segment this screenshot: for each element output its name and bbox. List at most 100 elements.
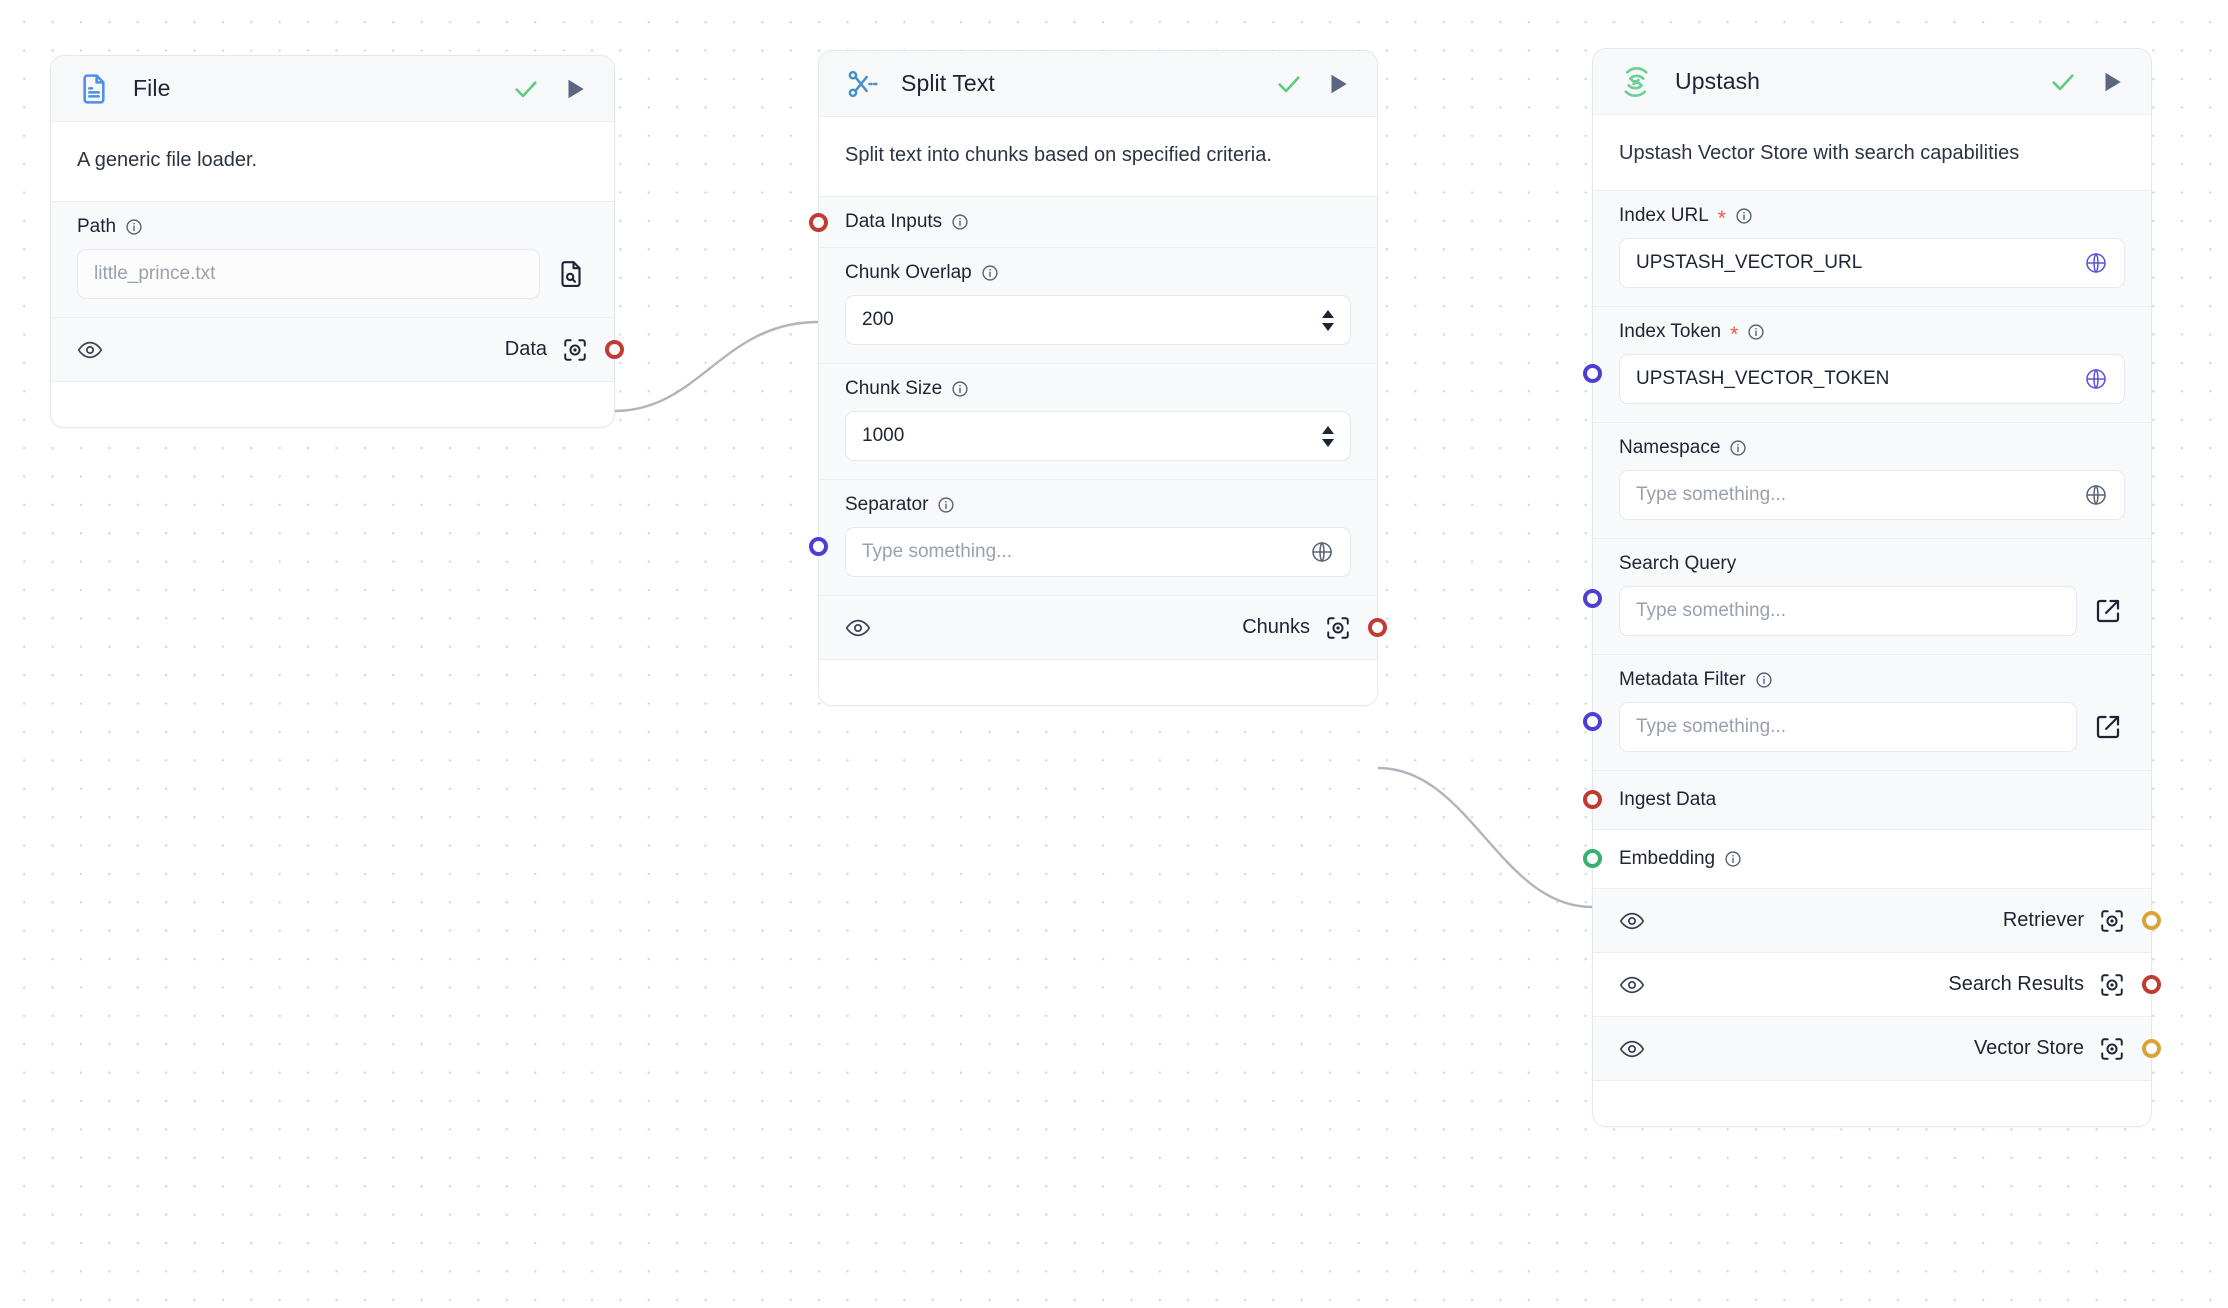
field-namespace-label: Namespace xyxy=(1619,437,2125,459)
output-retriever-label: Retriever xyxy=(2002,909,2084,931)
info-icon[interactable] xyxy=(1755,671,1773,689)
input-ingest-data[interactable]: Ingest Data xyxy=(1583,770,2151,829)
node-split-text[interactable]: Split Text Split text into chunks based … xyxy=(809,50,1387,706)
input-data-inputs-label: Data Inputs xyxy=(845,211,1351,233)
chunk-size-input[interactable]: 1000 xyxy=(845,411,1351,461)
node-split-text-footer xyxy=(819,659,1377,705)
output-chunks[interactable]: Chunks xyxy=(819,595,1387,659)
input-port-ingest-data[interactable] xyxy=(1583,790,1602,809)
eye-icon[interactable] xyxy=(1619,908,1645,934)
input-port-separator[interactable] xyxy=(809,537,828,556)
field-path-label: Path xyxy=(77,216,588,238)
field-index-token: Index Token * UPSTASH_VECTOR_TOKEN xyxy=(1583,306,2151,422)
namespace-input[interactable]: Type something... xyxy=(1619,470,2125,520)
node-upstash-title: Upstash xyxy=(1675,68,1761,94)
edge-file-data-to-split-data-inputs xyxy=(613,320,819,413)
field-namespace: Namespace Type something... xyxy=(1593,422,2151,538)
scan-icon[interactable] xyxy=(2099,972,2125,998)
play-icon[interactable] xyxy=(562,76,588,102)
node-upstash-description: Upstash Vector Store with search capabil… xyxy=(1593,115,2151,190)
eye-icon[interactable] xyxy=(1619,1036,1645,1062)
output-port-chunks[interactable] xyxy=(1368,618,1387,637)
field-index-url: Index URL * UPSTASH_VECTOR_URL xyxy=(1593,190,2151,306)
info-icon[interactable] xyxy=(1747,323,1765,341)
chunk-overlap-stepper[interactable] xyxy=(1322,309,1334,331)
output-vector-store[interactable]: Vector Store xyxy=(1593,1016,2161,1080)
scissors-icon xyxy=(845,67,879,101)
namespace-placeholder: Type something... xyxy=(1636,484,1786,505)
input-port-search-query[interactable] xyxy=(1583,589,1602,608)
index-token-value: UPSTASH_VECTOR_TOKEN xyxy=(1636,368,1890,389)
field-metadata-filter: Metadata Filter Type something... xyxy=(1583,654,2151,770)
input-port-data-inputs[interactable] xyxy=(809,213,828,232)
info-icon[interactable] xyxy=(951,213,969,231)
globe-icon[interactable] xyxy=(1300,540,1334,564)
node-file-footer xyxy=(51,381,614,427)
info-icon[interactable] xyxy=(1729,439,1747,457)
search-query-input[interactable]: Type something... xyxy=(1619,586,2077,636)
output-search-results-label: Search Results xyxy=(1948,973,2084,995)
separator-input[interactable]: Type something... xyxy=(845,527,1351,577)
output-port-retriever[interactable] xyxy=(2142,911,2161,930)
chunk-size-stepper[interactable] xyxy=(1322,425,1334,447)
separator-placeholder: Type something... xyxy=(862,541,1012,562)
eye-icon[interactable] xyxy=(77,337,103,363)
required-asterisk: * xyxy=(1730,322,1739,346)
index-url-input[interactable]: UPSTASH_VECTOR_URL xyxy=(1619,238,2125,288)
chunk-size-value: 1000 xyxy=(862,425,905,446)
globe-icon[interactable] xyxy=(2074,367,2108,391)
node-file-description: A generic file loader. xyxy=(51,122,614,201)
input-port-metadata-filter[interactable] xyxy=(1583,712,1602,731)
file-document-icon xyxy=(77,72,111,106)
globe-icon[interactable] xyxy=(2074,251,2108,275)
output-data[interactable]: Data xyxy=(51,317,624,381)
node-upstash[interactable]: Upstash Upstash Vector Store with search… xyxy=(1583,48,2161,1127)
chunk-overlap-input[interactable]: 200 xyxy=(845,295,1351,345)
node-file[interactable]: File A generic file loader. Path xyxy=(50,55,624,428)
input-data-inputs[interactable]: Data Inputs xyxy=(809,196,1377,247)
eye-icon[interactable] xyxy=(1619,972,1645,998)
field-metadata-filter-label: Metadata Filter xyxy=(1619,669,2125,691)
input-port-index-token[interactable] xyxy=(1583,364,1602,383)
metadata-filter-input[interactable]: Type something... xyxy=(1619,702,2077,752)
file-search-icon[interactable] xyxy=(554,257,588,291)
output-search-results[interactable]: Search Results xyxy=(1593,952,2161,1016)
input-port-embedding[interactable] xyxy=(1583,849,1602,868)
info-icon[interactable] xyxy=(1724,850,1742,868)
field-chunk-overlap-label: Chunk Overlap xyxy=(845,262,1351,284)
globe-icon[interactable] xyxy=(2074,483,2108,507)
check-icon[interactable] xyxy=(512,75,540,103)
node-upstash-footer xyxy=(1593,1080,2151,1126)
path-input[interactable]: little_prince.txt xyxy=(77,249,540,299)
edge-split-chunks-to-upstash-ingest-data xyxy=(1377,766,1593,909)
info-icon[interactable] xyxy=(1735,207,1753,225)
external-link-icon[interactable] xyxy=(2091,710,2125,744)
info-icon[interactable] xyxy=(951,380,969,398)
info-icon[interactable] xyxy=(937,496,955,514)
external-link-icon[interactable] xyxy=(2091,594,2125,628)
info-icon[interactable] xyxy=(125,218,143,236)
eye-icon[interactable] xyxy=(845,615,871,641)
play-icon[interactable] xyxy=(1325,71,1351,97)
info-icon[interactable] xyxy=(981,264,999,282)
play-icon[interactable] xyxy=(2099,69,2125,95)
scan-icon[interactable] xyxy=(1325,615,1351,641)
output-port-vector-store[interactable] xyxy=(2142,1039,2161,1058)
check-icon[interactable] xyxy=(2049,68,2077,96)
scan-icon[interactable] xyxy=(2099,1036,2125,1062)
input-embedding[interactable]: Embedding xyxy=(1583,829,2151,888)
output-retriever[interactable]: Retriever xyxy=(1593,888,2161,952)
scan-icon[interactable] xyxy=(2099,908,2125,934)
index-token-input[interactable]: UPSTASH_VECTOR_TOKEN xyxy=(1619,354,2125,404)
field-chunk-overlap: Chunk Overlap 200 xyxy=(819,247,1377,363)
check-icon[interactable] xyxy=(1275,70,1303,98)
search-query-placeholder: Type something... xyxy=(1636,600,1786,621)
scan-icon[interactable] xyxy=(562,337,588,363)
field-search-query-label: Search Query xyxy=(1619,553,1737,574)
output-port-search-results[interactable] xyxy=(2142,975,2161,994)
upstash-spiral-icon xyxy=(1619,65,1653,99)
output-chunks-label: Chunks xyxy=(1242,616,1310,638)
field-index-url-label: Index URL * xyxy=(1619,205,2125,229)
output-port-data[interactable] xyxy=(605,340,624,359)
